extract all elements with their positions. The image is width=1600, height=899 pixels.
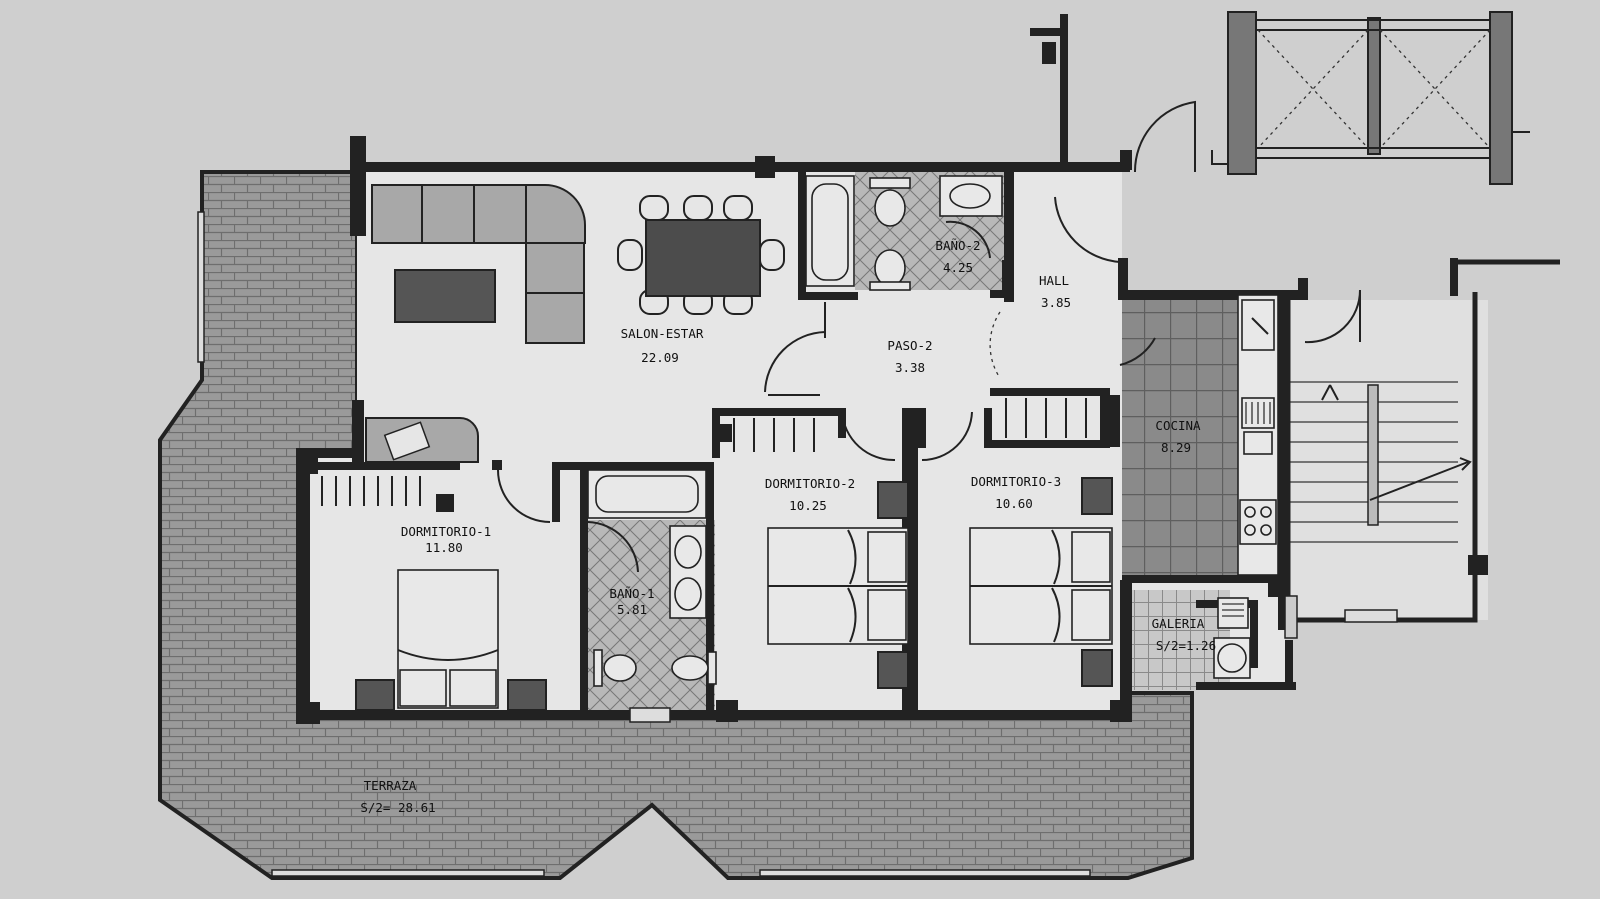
galeria-name: GALERIA	[1152, 616, 1205, 631]
bed-2	[767, 481, 909, 689]
terrace-railing-left	[197, 211, 205, 363]
dining-table	[645, 219, 761, 297]
desk	[365, 417, 479, 463]
dormitorio-1-area: 11.80	[425, 540, 463, 555]
bano-2-area: 4.25	[943, 260, 973, 275]
cocina-name: COCINA	[1155, 418, 1201, 433]
bano-2-name: BAÑO-2	[935, 238, 980, 253]
hall-area: 3.85	[1041, 295, 1071, 310]
terrace-railing-bottom-left	[271, 869, 545, 877]
terraza-name: TERRAZA	[364, 778, 417, 793]
terrace-railing-bottom-right	[759, 869, 1091, 877]
dormitorio-1-name: DORMITORIO-1	[401, 524, 491, 539]
bath-1-fixtures	[587, 469, 717, 687]
kitchen-floor	[1122, 293, 1238, 575]
stairwell	[1285, 258, 1560, 623]
dormitorio-2-name: DORMITORIO-2	[765, 476, 855, 491]
coffee-table	[394, 269, 496, 323]
bano-1-name: BAÑO-1	[609, 586, 654, 601]
salon-estar-name: SALON-ESTAR	[621, 326, 704, 341]
light-shaft	[1211, 11, 1530, 185]
terrace	[158, 170, 1194, 880]
salon-estar-area: 22.09	[641, 350, 679, 365]
room-labels: SALON-ESTAR 22.09 PASO-2 3.38 BAÑO-2 4.2…	[360, 238, 1216, 815]
bano-1-area: 5.81	[617, 602, 647, 617]
hall-name: HALL	[1039, 273, 1069, 288]
door-swings	[497, 100, 1362, 573]
sofa	[371, 184, 586, 344]
bed-1	[355, 569, 547, 711]
bed-3	[969, 477, 1113, 687]
dormitorio-3-name: DORMITORIO-3	[971, 474, 1061, 489]
galeria-fixtures	[1213, 597, 1251, 679]
bath-2-fixtures	[805, 175, 1003, 291]
kitchen-fixtures	[1237, 294, 1279, 576]
terraza-area: S/2= 28.61	[360, 800, 435, 815]
galeria-area: S/2=1.26	[1156, 638, 1216, 653]
paso-2-area: 3.38	[895, 360, 925, 375]
dormitorio-2-area: 10.25	[789, 498, 827, 513]
cocina-area: 8.29	[1161, 440, 1191, 455]
wardrobes	[321, 398, 1087, 506]
paso-2-name: PASO-2	[887, 338, 932, 353]
walls	[296, 14, 1308, 724]
dormitorio-3-area: 10.60	[995, 496, 1033, 511]
dining-set	[617, 195, 785, 315]
